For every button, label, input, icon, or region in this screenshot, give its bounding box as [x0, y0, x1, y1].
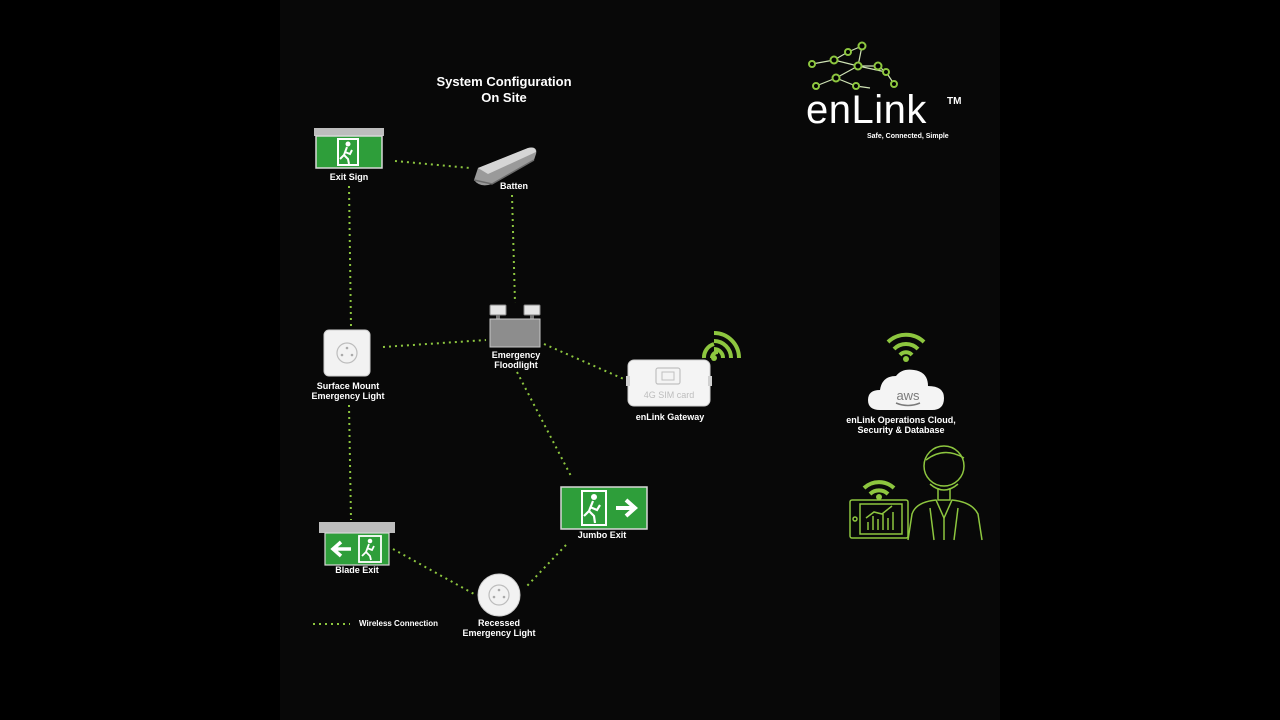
cloud-icon: aws [868, 369, 944, 410]
title-line-2: On Site [481, 90, 527, 105]
title-line-1: System Configuration [436, 74, 572, 89]
batten-icon [473, 147, 537, 186]
link-exitsign-surface [348, 185, 352, 328]
gateway-label: enLink Gateway [635, 412, 705, 422]
link-surface-blade [348, 404, 352, 521]
gateway-icon: 4G SIM card [626, 359, 712, 407]
link-blade-recessed [392, 548, 475, 595]
user-tablet-icon [849, 445, 983, 541]
jumbo-exit-label: Jumbo Exit [577, 530, 627, 540]
wifi-icon [702, 331, 741, 361]
blade-exit-icon [319, 522, 395, 566]
link-floodlight-gateway [543, 343, 627, 381]
jumbo-exit-icon [560, 486, 648, 530]
link-batten-floodlight [511, 194, 516, 304]
link-jumbo-recessed [526, 544, 567, 587]
diagram-title: System Configuration On Site [436, 74, 571, 106]
cloud-wifi-icon [886, 332, 926, 362]
link-surface-floodlight [382, 339, 487, 348]
exit-sign-icon [314, 128, 384, 169]
recessed-light-label: Recessed Emergency Light [462, 618, 536, 638]
link-exitsign-batten [394, 160, 471, 169]
legend-wireless-label: Wireless Connection [359, 619, 439, 628]
surface-mount-label: Surface Mount Emergency Light [311, 381, 385, 401]
exit-sign-label: Exit Sign [329, 172, 369, 182]
floodlight-icon [489, 304, 541, 348]
surface-mount-light-icon [323, 329, 371, 377]
brand-name: enLink [806, 88, 927, 132]
recessed-light-icon [477, 573, 521, 617]
brand-tagline: Safe, Connected, Simple [867, 133, 949, 140]
aws-badge: aws [896, 388, 920, 403]
cloud-label: enLink Operations Cloud, Security & Data… [846, 415, 956, 435]
sim-card-label: 4G SIM card [644, 390, 695, 400]
trademark: TM [947, 96, 962, 107]
floodlight-label: Emergency Floodlight [491, 350, 541, 370]
blade-exit-label: Blade Exit [335, 565, 379, 575]
link-floodlight-jumbo [516, 371, 573, 479]
network-logo-icon [808, 41, 898, 90]
batten-label: Batten [499, 181, 529, 191]
